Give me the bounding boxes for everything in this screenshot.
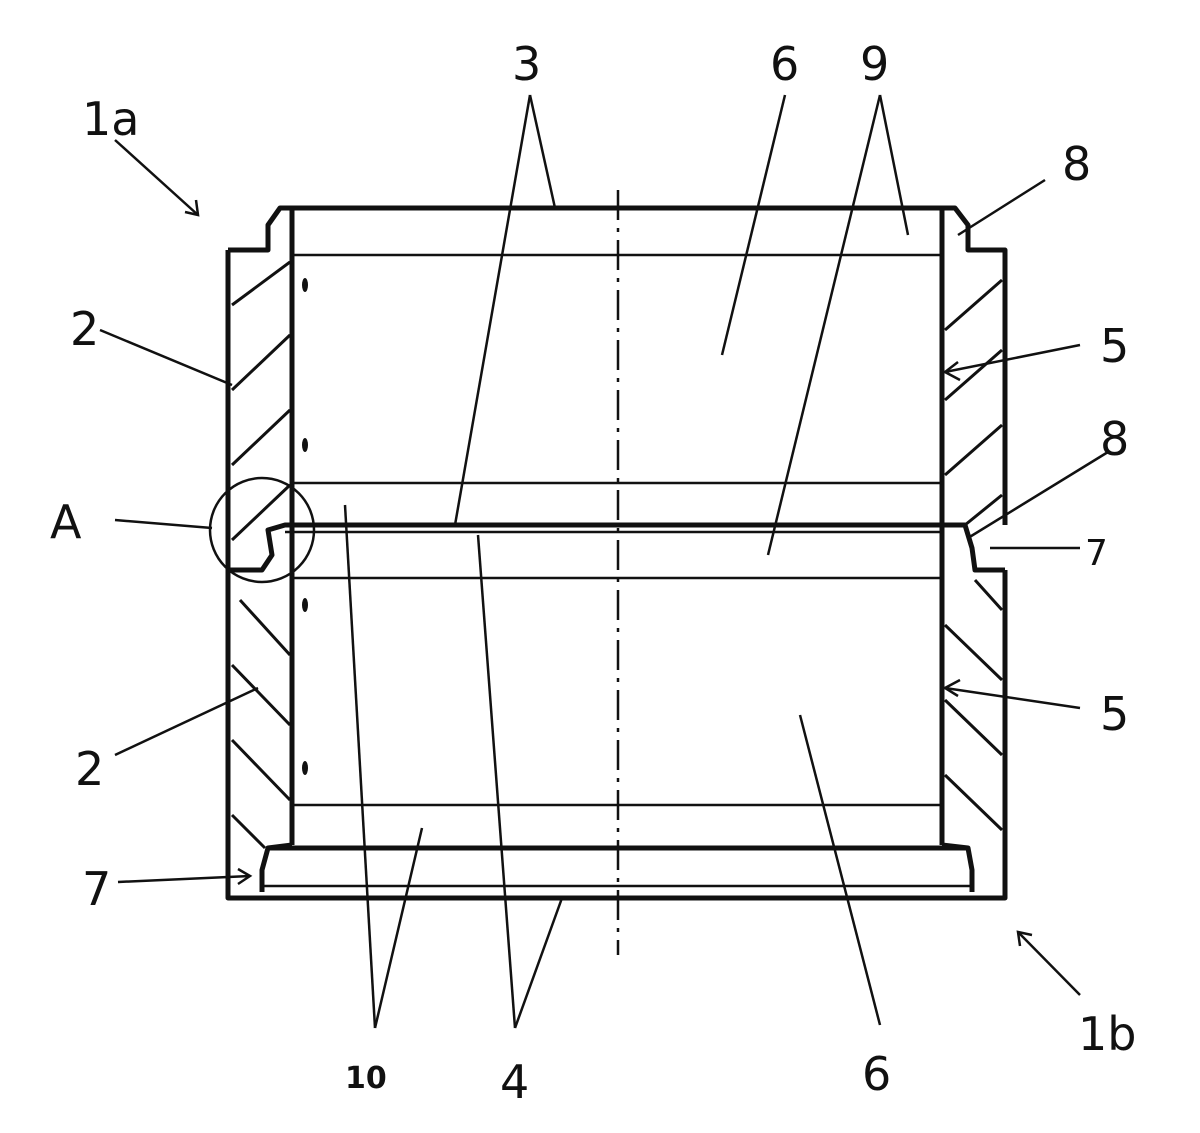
hatching-right-lower (943, 578, 1004, 832)
label-8-lower: 8 (1100, 412, 1129, 466)
wall-dot (302, 598, 308, 612)
hatching-left-lower (230, 598, 292, 850)
upper-housing-outline (228, 205, 1008, 525)
label-7-left: 7 (82, 862, 111, 916)
hatching-left-upper (230, 260, 292, 542)
joint-step-right (942, 522, 1005, 573)
detail-circle-a (208, 476, 316, 584)
label-1b: 1b (1078, 1007, 1136, 1061)
label-8-upper: 8 (1062, 137, 1091, 191)
label-a: A (50, 495, 82, 549)
label-9: 9 (860, 37, 889, 91)
label-4: 4 (500, 1055, 529, 1109)
joint-step-left (228, 522, 942, 573)
label-2-upper: 2 (70, 302, 99, 356)
label-1a: 1a (82, 92, 139, 146)
hatching-right-upper (944, 278, 1003, 527)
label-6-upper: 6 (770, 37, 799, 91)
label-7-right: 7 (1085, 533, 1108, 574)
label-2-lower: 2 (75, 742, 104, 796)
leader-lines (99, 94, 1109, 1029)
wall-dot (302, 438, 308, 452)
label-5-lower: 5 (1100, 687, 1129, 741)
label-5-upper: 5 (1100, 319, 1129, 373)
label-3: 3 (512, 37, 541, 91)
label-6-lower: 6 (862, 1047, 891, 1101)
wall-dot (302, 278, 308, 292)
lower-housing-outline (225, 570, 1008, 901)
wall-dot (302, 761, 308, 775)
label-10: 10 (345, 1061, 387, 1096)
